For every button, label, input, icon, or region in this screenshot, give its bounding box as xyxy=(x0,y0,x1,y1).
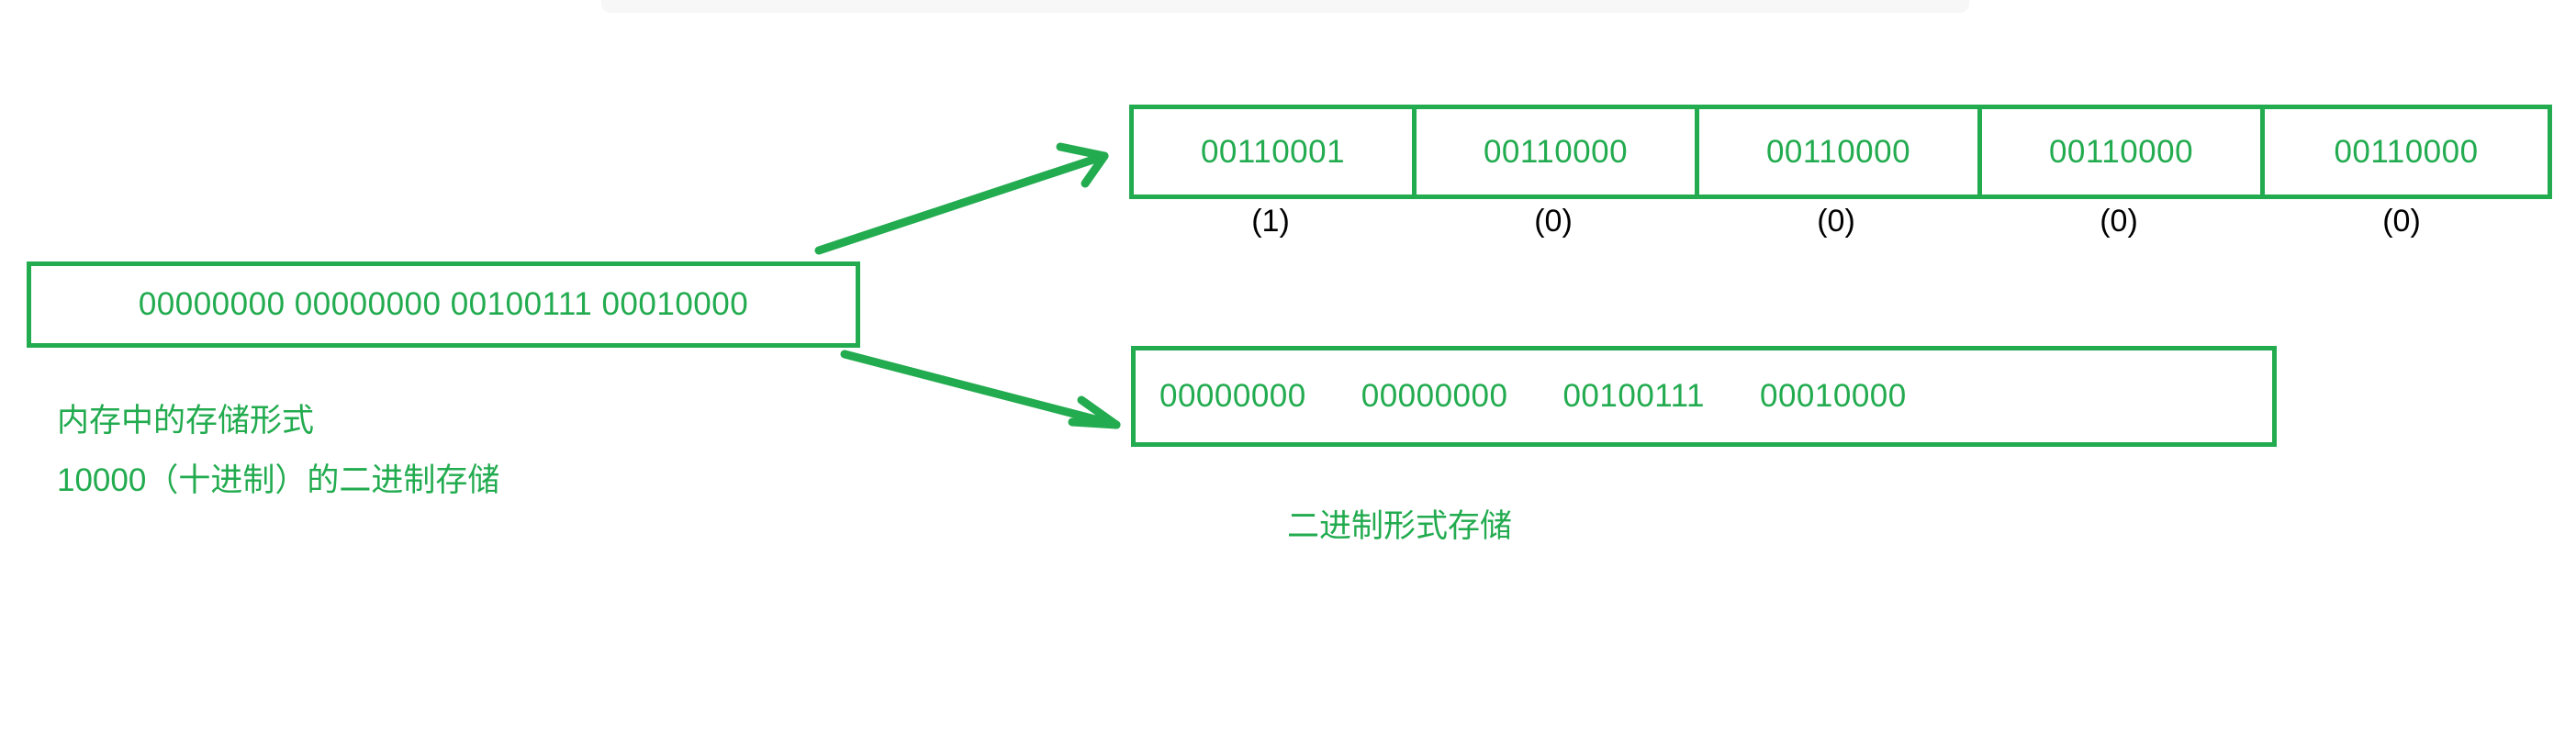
ascii-bytes-row: 00110001 00110000 00110000 00110000 0011… xyxy=(1129,105,2552,199)
ascii-char-label-row: (1) (0) (0) (0) (0) xyxy=(1129,204,2543,239)
binary-byte-group: 00010000 xyxy=(1760,378,1907,414)
ascii-char-label: (0) xyxy=(1534,204,1573,239)
ascii-byte-cell: 00110000 xyxy=(1417,109,1699,195)
ascii-byte-cell: 00110000 xyxy=(1699,109,1982,195)
arrow-to-binary-row-icon xyxy=(840,350,1121,429)
ascii-char-label: (1) xyxy=(1251,204,1290,239)
ascii-char-label: (0) xyxy=(2382,204,2421,239)
binary-byte-group: 00000000 xyxy=(1361,378,1508,414)
binary-representation-box: 00000000 00000000 00100111 00010000 xyxy=(1131,346,2277,447)
top-edge-band xyxy=(601,0,1969,13)
binary-byte-group: 00100111 xyxy=(1562,378,1705,414)
arrow-to-ascii-row-icon xyxy=(814,142,1109,255)
binary-caption: 二进制形式存储 xyxy=(1287,508,1513,544)
ascii-byte-cell: 00110001 xyxy=(1134,109,1417,195)
memory-bits-text: 00000000 00000000 00100111 00010000 xyxy=(138,286,749,322)
ascii-byte-cell: 00110000 xyxy=(2334,133,2479,170)
ascii-byte-cell: 00110000 xyxy=(1982,109,2265,195)
memory-caption-line-1: 内存中的存储形式 xyxy=(57,403,315,439)
ascii-char-label: (0) xyxy=(2100,204,2138,239)
ascii-char-label: (0) xyxy=(1817,204,1855,239)
binary-byte-group: 00000000 xyxy=(1159,378,1306,414)
memory-representation-box: 00000000 00000000 00100111 00010000 xyxy=(27,261,860,348)
memory-caption-line-2: 10000（十进制）的二进制存储 xyxy=(57,462,500,498)
